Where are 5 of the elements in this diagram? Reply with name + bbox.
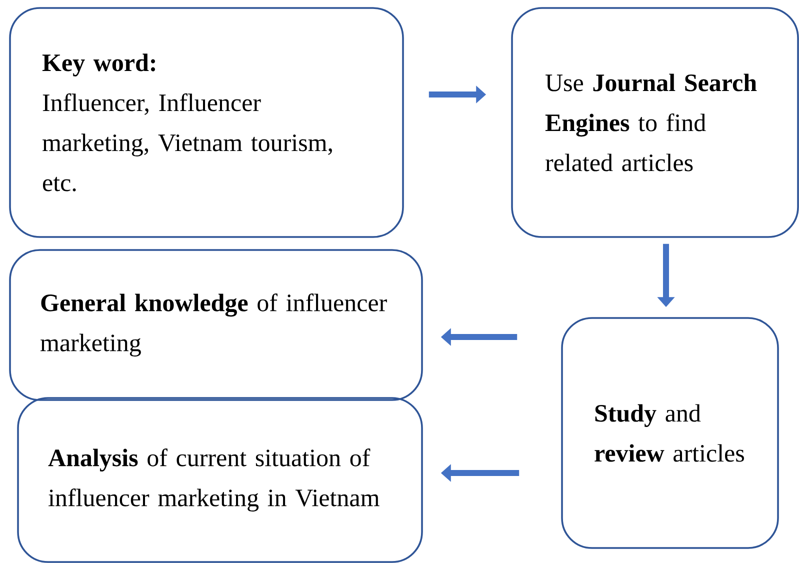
process-box: General knowledge of influencer marketing [9, 249, 423, 401]
process-box: Use Journal Search Engines to find related articles [511, 7, 799, 238]
process-box: Study and review articles [561, 317, 779, 549]
process-box: Analysis of current situation of influencer marketing in Vietnam [17, 397, 423, 563]
process-box: Key word: Influencer, Influencer marketing, Vietnam tourism, etc. [9, 7, 404, 238]
